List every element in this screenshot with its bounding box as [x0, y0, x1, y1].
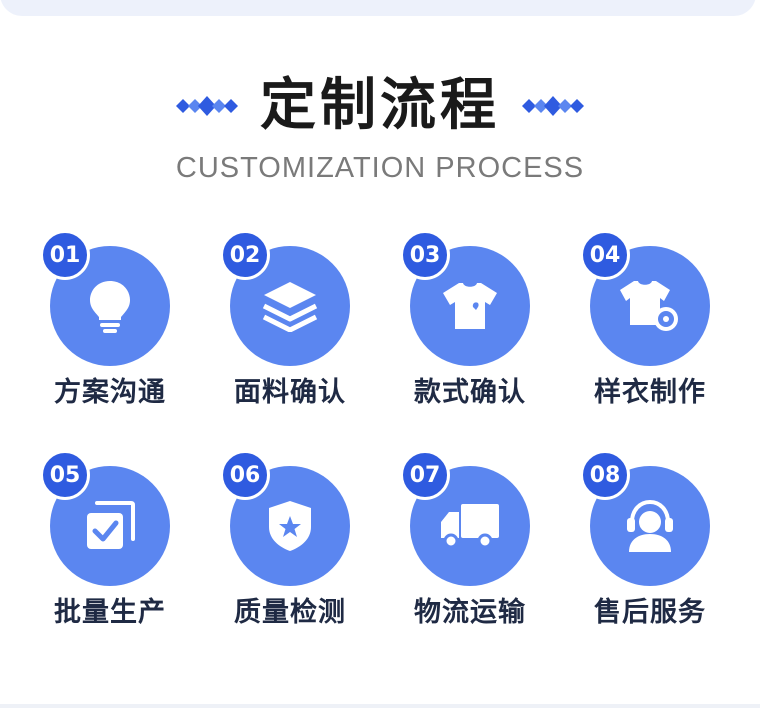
step-circle	[590, 246, 710, 366]
title-row: 定制流程	[0, 66, 760, 146]
step-05: 05 批量生产	[20, 450, 200, 640]
truck-icon	[441, 504, 499, 549]
step-label: 方案沟通	[54, 377, 166, 408]
step-label: 售后服务	[594, 597, 706, 628]
layers-icon	[262, 282, 318, 332]
step-03: 03 款式确认	[380, 230, 560, 420]
headset-icon	[627, 499, 673, 552]
shield-star-icon	[269, 501, 311, 551]
step-08: 08 售后服务	[560, 450, 740, 640]
top-card	[0, 0, 756, 16]
step-04: 04 样衣制作	[560, 230, 740, 420]
bottom-divider	[0, 704, 760, 708]
step-number: 08	[580, 450, 630, 500]
step-07: 07 物流运输	[380, 450, 560, 640]
tshirt-gear-icon	[620, 281, 678, 331]
step-label: 批量生产	[54, 597, 166, 628]
step-number: 07	[400, 450, 450, 500]
step-circle	[230, 466, 350, 586]
check-stack-icon	[87, 501, 135, 549]
step-label: 样衣制作	[594, 377, 706, 408]
step-number: 02	[220, 230, 270, 280]
step-number: 01	[40, 230, 90, 280]
step-number: 03	[400, 230, 450, 280]
step-label: 面料确认	[234, 377, 346, 408]
right-diamond-decoration	[522, 96, 584, 116]
step-02: 02 面料确认	[200, 230, 380, 420]
step-number: 06	[220, 450, 270, 500]
lightbulb-icon	[90, 281, 130, 333]
step-circle	[50, 246, 170, 366]
step-number: 04	[580, 230, 630, 280]
step-06: 06 质量检测	[200, 450, 380, 640]
step-label: 质量检测	[234, 597, 346, 628]
step-label: 款式确认	[414, 377, 526, 408]
step-number: 05	[40, 450, 90, 500]
page-title: 定制流程	[260, 73, 500, 138]
page-subtitle: CUSTOMIZATION PROCESS	[175, 152, 585, 184]
tshirt-icon	[443, 283, 497, 329]
step-01: 01 方案沟通	[20, 230, 200, 420]
step-label: 物流运输	[414, 597, 526, 628]
left-diamond-decoration	[176, 96, 238, 116]
